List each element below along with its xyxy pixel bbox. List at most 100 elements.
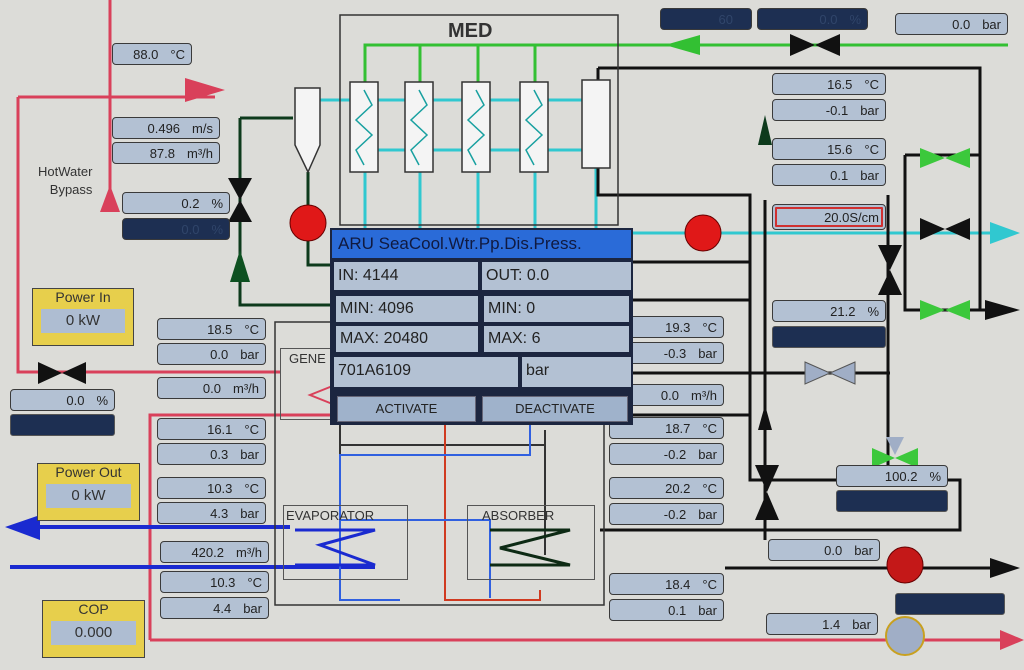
readout-unit: °C <box>244 421 259 437</box>
valve-icon <box>804 361 832 385</box>
evaporator-label: EVAPORATOR <box>286 508 375 523</box>
readout[interactable]: 18.4°C <box>609 573 724 595</box>
cop-value: 0.000 <box>51 621 136 645</box>
readout[interactable]: 19.3°C <box>609 316 724 338</box>
readout-value: 100.2 <box>884 468 918 484</box>
readout[interactable]: 0.2% <box>122 192 230 214</box>
readout[interactable]: 16.1°C <box>157 418 266 440</box>
readout-value: 10.3 <box>207 480 233 496</box>
flow-arrow-icon <box>758 405 772 430</box>
popup-min-in: MIN: 4096 <box>336 296 478 322</box>
power-out-value: 0 kW <box>46 484 131 508</box>
readout-value: 18.7 <box>665 420 691 436</box>
valve-icon <box>228 178 252 200</box>
valve-icon <box>878 245 902 270</box>
readout-value: 0.2 <box>181 195 200 211</box>
readout-unit: bar <box>860 167 879 183</box>
flow-arrow-icon <box>1000 630 1024 650</box>
readout[interactable]: 21.2% <box>772 300 886 322</box>
valve-icon <box>920 300 945 320</box>
readout-value: 21.2 <box>830 303 856 319</box>
readout[interactable]: 60 <box>660 8 752 30</box>
readout-unit: °C <box>244 480 259 496</box>
readout[interactable]: 100.2% <box>836 465 948 487</box>
readout-unit: °C <box>702 480 717 496</box>
readout[interactable]: 18.5°C <box>157 318 266 340</box>
valve-icon <box>38 362 62 384</box>
tag-detail-popup: ARU SeaCool.Wtr.Pp.Dis.Press. IN: 4144 O… <box>330 228 633 425</box>
flow-arrow-icon <box>665 35 700 55</box>
popup-out: OUT: 0.0 <box>482 262 631 290</box>
hotwater-bypass-label: HotWater Bypass <box>38 164 93 197</box>
readout[interactable]: 0.0% <box>122 218 230 240</box>
readout-unit: bar <box>240 505 259 521</box>
power-in-value: 0 kW <box>41 309 125 333</box>
readout-unit: % <box>849 11 861 27</box>
readout-value: 0.0 <box>824 542 843 558</box>
popup-max-out: MAX: 6 <box>484 326 629 352</box>
absorber-box: ABSORBER <box>467 505 595 580</box>
readout-value: 18.4 <box>665 576 691 592</box>
flow-arrow-icon <box>100 185 120 212</box>
pump-icon <box>289 204 327 242</box>
activate-button[interactable]: ACTIVATE <box>337 396 476 422</box>
three-way-valve-icon <box>872 448 895 468</box>
readout[interactable]: 0.0% <box>757 8 868 30</box>
deactivate-button[interactable]: DEACTIVATE <box>482 396 628 422</box>
readout[interactable]: 15.6°C <box>772 138 886 160</box>
readout-value: 16.5 <box>827 76 853 92</box>
readout-value: 0.1 <box>668 602 687 618</box>
valve-output-bar <box>836 490 948 512</box>
readout-value: 19.3 <box>665 319 691 335</box>
readout[interactable]: 16.5°C <box>772 73 886 95</box>
readout[interactable]: 10.3 °C <box>160 571 269 593</box>
power-in-label: Power In <box>55 289 111 305</box>
readout[interactable]: 18.7°C <box>609 417 724 439</box>
flow-arrow-icon <box>185 78 225 102</box>
readout[interactable]: 20.2 °C <box>609 477 724 499</box>
pump-icon <box>684 214 722 252</box>
popup-max-in: MAX: 20480 <box>336 326 478 352</box>
flow-arrow-icon <box>230 250 250 282</box>
readout-value: 20.2 <box>665 480 691 496</box>
readout-value: 60 <box>718 11 733 27</box>
readout[interactable]: 88.0 °C <box>112 43 192 65</box>
popup-in: IN: 4144 <box>334 262 478 290</box>
pumps <box>289 204 925 656</box>
readout-unit: °C <box>170 46 185 62</box>
generator-box: GENE <box>280 348 335 420</box>
readout[interactable]: 10.3 °C <box>157 477 266 499</box>
valve-icon <box>755 465 779 492</box>
cop-label: COP <box>78 601 109 617</box>
readout-unit: bar <box>698 602 717 618</box>
readout-value: -0.1 <box>825 102 849 118</box>
readout-value: 88.0 <box>133 46 159 62</box>
readout[interactable]: 0.0% <box>10 389 115 411</box>
readout-value: -0.3 <box>663 345 687 361</box>
readout-unit: bar <box>240 446 259 462</box>
readout-unit: °C <box>247 574 262 590</box>
readout-unit: % <box>211 195 223 211</box>
readout-value: 10.3 <box>210 574 236 590</box>
readout[interactable]: 0.1 bar <box>609 599 724 621</box>
